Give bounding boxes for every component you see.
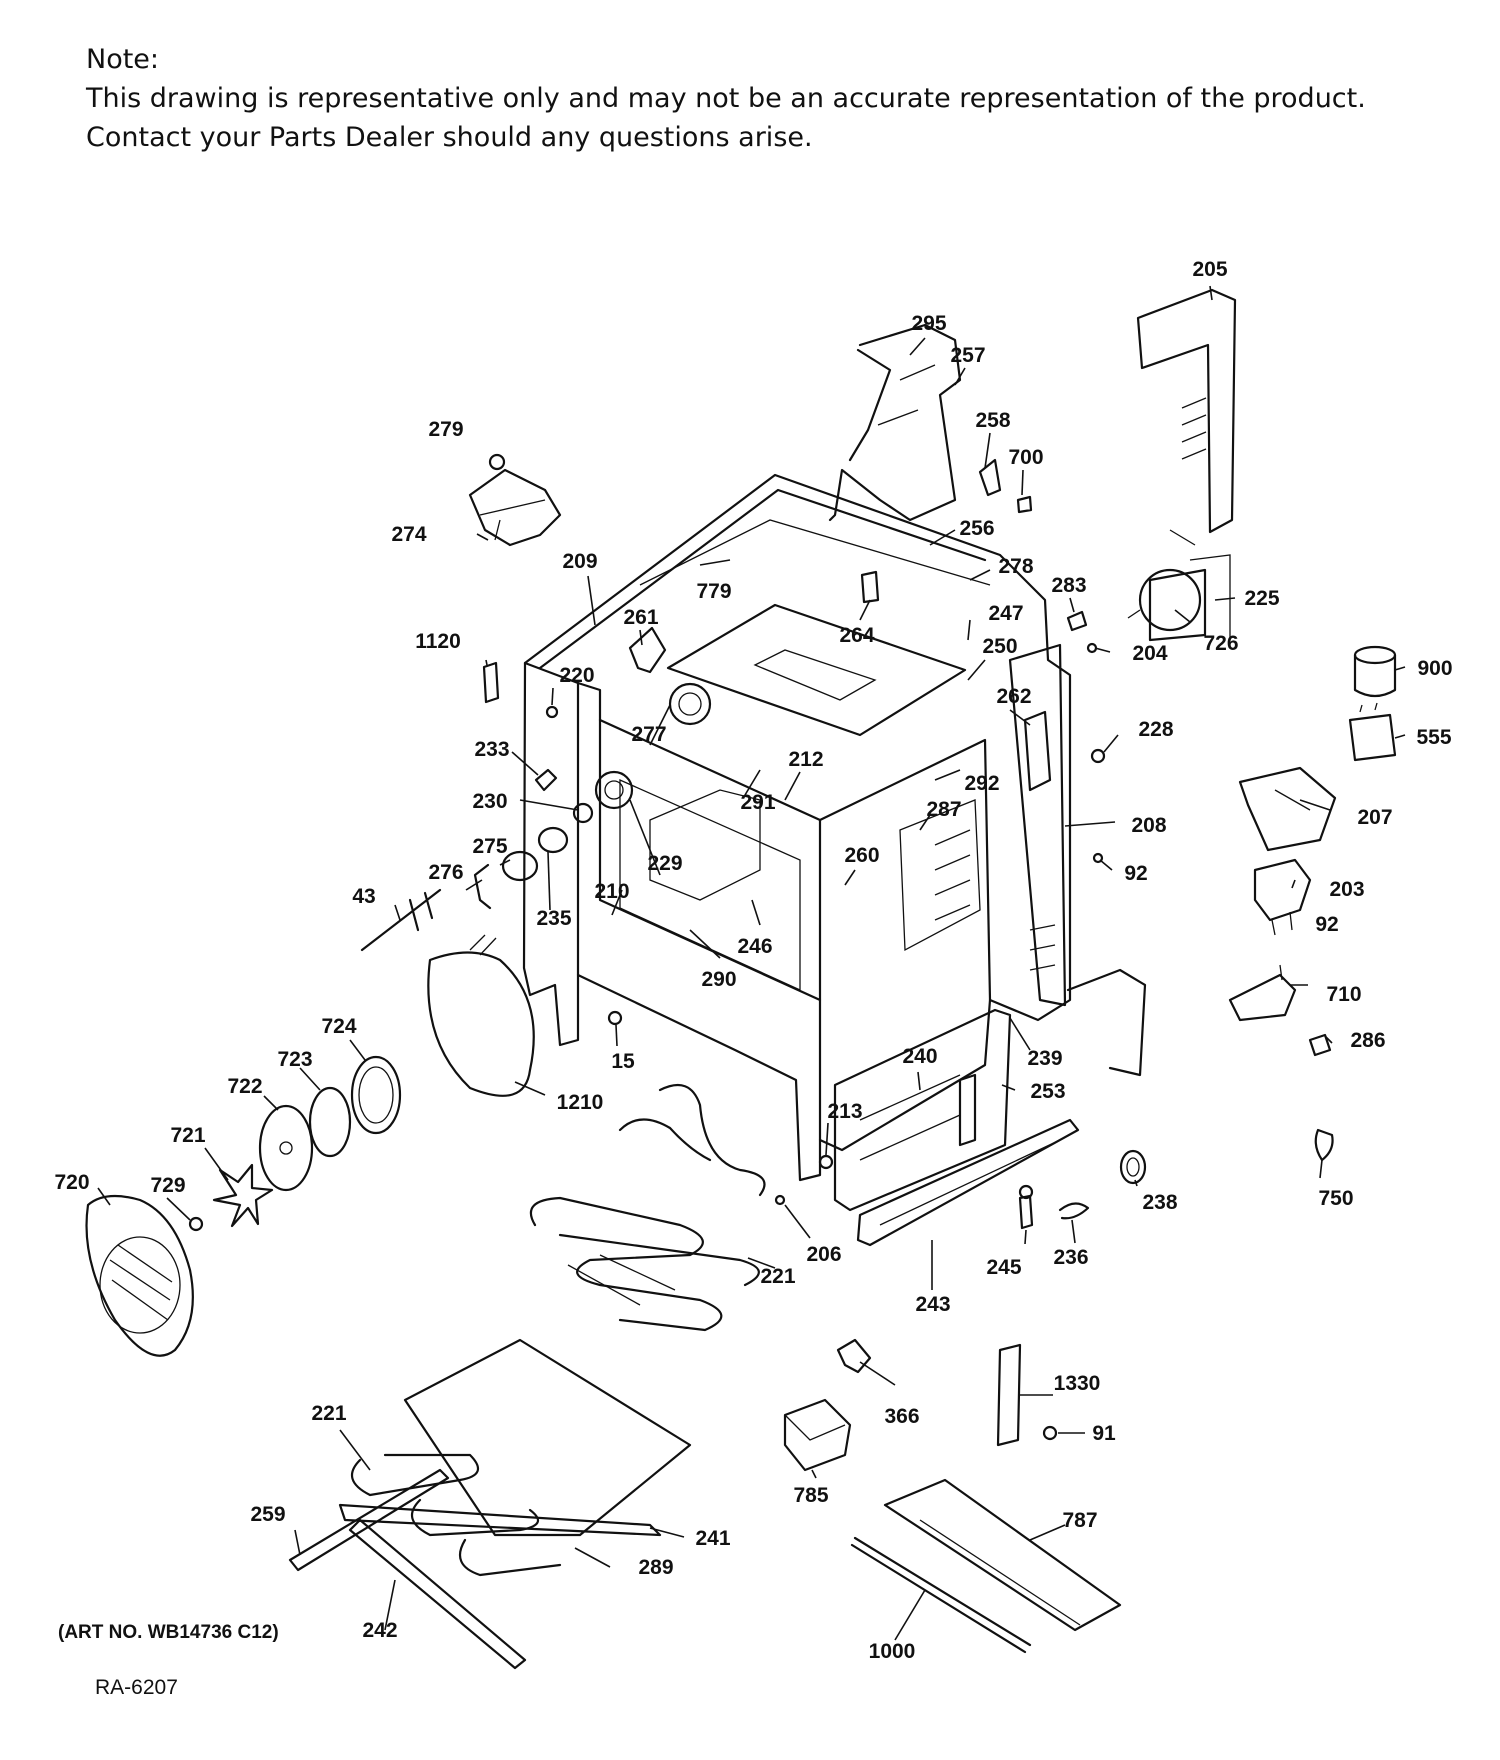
part-label: 286 [1350, 1029, 1385, 1052]
part-label: 256 [959, 517, 994, 540]
part-label: 710 [1326, 983, 1361, 1006]
part-label: 289 [638, 1556, 673, 1579]
part-label: 235 [536, 907, 571, 930]
part-label: 245 [986, 1256, 1021, 1279]
note-line-2: Contact your Parts Dealer should any que… [86, 122, 813, 153]
part-label: 700 [1008, 446, 1043, 469]
part-label: 221 [760, 1265, 795, 1288]
part-label: 555 [1416, 726, 1451, 749]
part-label: 278 [998, 555, 1033, 578]
part-label: 212 [788, 748, 823, 771]
part-label: 275 [472, 835, 507, 858]
part-label: 238 [1142, 1191, 1177, 1214]
part-label: 295 [911, 312, 946, 335]
part-label: 230 [472, 790, 507, 813]
part-label: 209 [562, 550, 597, 573]
part-label: 259 [250, 1503, 285, 1526]
part-label: 721 [170, 1124, 205, 1147]
part-label: 205 [1192, 258, 1227, 281]
part-label: 213 [827, 1100, 862, 1123]
part-label: 729 [150, 1174, 185, 1197]
part-label: 246 [737, 935, 772, 958]
part-label: 720 [54, 1171, 89, 1194]
part-label: 239 [1027, 1047, 1062, 1070]
part-label: 220 [559, 664, 594, 687]
part-label: 207 [1357, 806, 1392, 829]
part-label: 43 [352, 885, 375, 908]
part-label: 243 [915, 1293, 950, 1316]
part-label: 292 [964, 772, 999, 795]
part-label: 1000 [869, 1640, 916, 1663]
part-label: 279 [428, 418, 463, 441]
part-label: 1330 [1054, 1372, 1101, 1395]
part-label: 203 [1329, 878, 1364, 901]
part-label: 724 [321, 1015, 356, 1038]
part-label: 208 [1131, 814, 1166, 837]
part-label: 250 [982, 635, 1017, 658]
note-heading: Note: [86, 44, 160, 75]
part-label: 233 [474, 738, 509, 761]
part-labels: 205 295 257 258 700 279 274 209 256 278 … [54, 258, 1452, 1663]
part-label: 1120 [415, 630, 461, 653]
leader-lines [97, 285, 1406, 1641]
part-label: 287 [926, 798, 961, 821]
part-label: 722 [227, 1075, 262, 1098]
part-label: 750 [1318, 1187, 1353, 1210]
part-label: 262 [996, 685, 1031, 708]
part-label: 257 [950, 344, 985, 367]
part-label: 726 [1203, 632, 1238, 655]
part-label: 277 [631, 723, 666, 746]
part-label: 787 [1062, 1509, 1097, 1532]
note-block: Note: This drawing is representative onl… [86, 40, 1466, 157]
part-label: 785 [793, 1484, 828, 1507]
part-label: 260 [844, 844, 879, 867]
part-label: 366 [884, 1405, 919, 1428]
part-label: 723 [277, 1048, 312, 1071]
part-label: 229 [647, 852, 682, 875]
part-drawings [85, 288, 1397, 1670]
part-label: 290 [701, 968, 736, 991]
part-label: 1210 [557, 1091, 604, 1114]
part-label: 900 [1417, 657, 1452, 680]
part-label: 241 [695, 1527, 730, 1550]
note-line-1: This drawing is representative only and … [86, 83, 1366, 114]
part-label: 274 [391, 523, 426, 546]
part-label: 283 [1051, 574, 1086, 597]
part-label: 291 [740, 791, 775, 814]
part-label: 92 [1124, 862, 1147, 885]
part-label: 253 [1030, 1080, 1065, 1103]
part-label: 210 [594, 880, 629, 903]
reference-code: RA-6207 [95, 1676, 178, 1699]
part-label: 206 [806, 1243, 841, 1266]
part-label: 225 [1244, 587, 1279, 610]
part-label: 221 [311, 1402, 346, 1425]
art-number: (ART NO. WB14736 C12) [58, 1622, 279, 1643]
part-label: 240 [902, 1045, 937, 1068]
part-label: 247 [988, 602, 1023, 625]
part-label: 92 [1315, 913, 1338, 936]
part-label: 236 [1053, 1246, 1088, 1269]
part-label: 258 [975, 409, 1010, 432]
part-label: 276 [428, 861, 463, 884]
part-label: 264 [839, 624, 874, 647]
part-label: 779 [696, 580, 731, 603]
part-label: 228 [1138, 718, 1173, 741]
part-label: 261 [623, 606, 658, 629]
part-label: 242 [362, 1619, 397, 1642]
part-label: 91 [1092, 1422, 1116, 1445]
part-label: 204 [1132, 642, 1167, 665]
part-label: 15 [611, 1050, 635, 1073]
